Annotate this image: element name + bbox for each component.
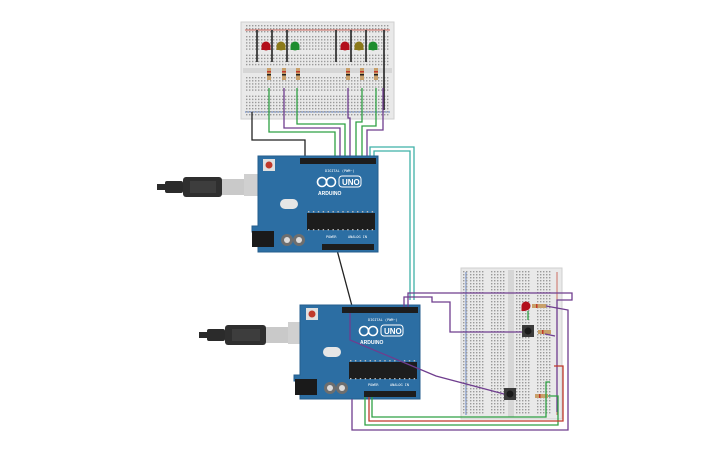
board-top-analog-label: ANALOG IN [348,235,367,239]
board-top-model: UNO [342,178,360,187]
reset-button-icon[interactable] [306,308,318,320]
led-red-icon[interactable] [521,301,531,312]
pushbutton-icon[interactable] [504,388,516,400]
arduino-logo-icon [316,176,337,188]
board-bottom-power-label: POWER [368,383,379,387]
wires-top[interactable] [251,88,415,307]
resistor-icon[interactable] [296,68,300,80]
arduino-uno-top[interactable]: ARDUINO UNO DIGITAL (PWM~) POWER ANALOG … [244,155,379,253]
chip-icon [349,360,417,380]
board-top-brand: ARDUINO [318,191,341,197]
reset-button-icon[interactable] [263,159,275,171]
board-bottom-brand: ARDUINO [360,340,383,346]
resistor-icon[interactable] [267,68,271,80]
led-green-icon[interactable] [368,41,378,51]
board-top-digital-label: DIGITAL (PWM~) [325,169,355,173]
board-bottom-analog-label: ANALOG IN [390,383,409,387]
chip-icon [307,211,375,231]
resistor-icon[interactable] [532,304,546,308]
resistor-icon[interactable] [360,68,364,80]
resistor-icon[interactable] [535,394,548,398]
arduino-uno-bottom[interactable]: ARDUINO UNO DIGITAL (PWM~) POWER ANALOG … [288,304,421,400]
resistor-icon[interactable] [282,68,286,80]
led-red-icon[interactable] [261,41,271,51]
resistor-icon[interactable] [374,68,378,80]
pushbutton-icon[interactable] [522,325,534,337]
board-bottom-digital-label: DIGITAL (PWM~) [368,318,398,322]
arduino-logo-icon [358,325,379,337]
resistor-icon[interactable] [346,68,350,80]
resistor-icon[interactable] [538,330,551,334]
usb-cable-icon[interactable] [199,325,288,345]
board-bottom-model: UNO [384,327,402,336]
led-bank-top [256,30,385,110]
led-green-icon[interactable] [290,41,300,51]
breadboard-top[interactable] [240,21,395,120]
resistor-bank-top [267,68,378,80]
led-yellow-icon[interactable] [276,41,286,51]
led-red-icon[interactable] [340,41,350,51]
wires-bottom[interactable] [349,292,573,431]
usb-cable-icon[interactable] [157,177,244,197]
led-yellow-icon[interactable] [354,41,364,51]
board-top-power-label: POWER [326,235,337,239]
